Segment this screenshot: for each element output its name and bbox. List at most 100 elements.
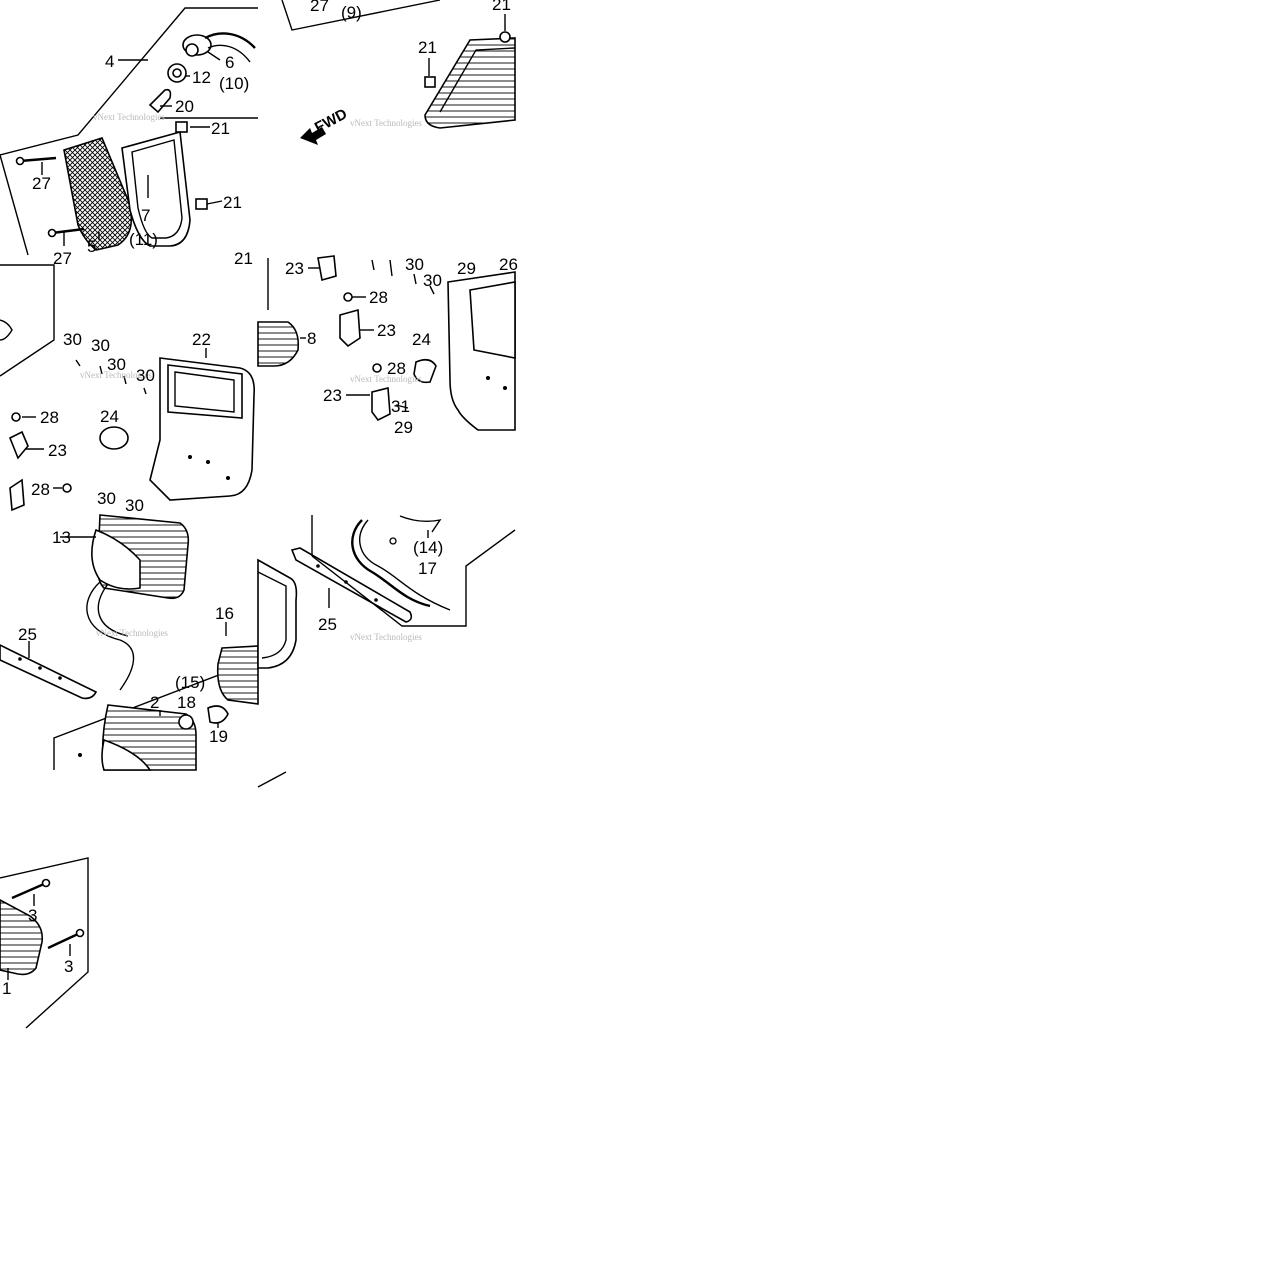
callout-17: 17 (418, 559, 437, 578)
nut-top (499, 31, 511, 43)
callout-7: 7 (141, 206, 150, 225)
callout-22: 22 (192, 330, 211, 349)
watermark: vNext Technologies (93, 112, 165, 122)
callout-30b: 30 (125, 496, 144, 515)
bracket-lower (371, 386, 391, 422)
bulb (148, 88, 172, 114)
screw (15, 156, 57, 166)
callout-28b: 28 (387, 359, 406, 378)
screw-lower (47, 928, 85, 950)
callout-21: 21 (211, 119, 230, 138)
watermark: vNext Technologies (80, 370, 152, 380)
callout-30: 30 (405, 255, 424, 274)
callout-23: 23 (285, 259, 304, 278)
lens-housing (121, 130, 191, 247)
side-marker-lens (424, 37, 516, 129)
callout-2: 2 (150, 693, 159, 712)
callout-29b: 29 (394, 418, 413, 437)
screw (11, 878, 51, 900)
callout-21-lower: 21 (223, 193, 242, 212)
bulb-19 (207, 705, 229, 724)
nut (11, 412, 21, 422)
callout-29: 29 (457, 259, 476, 278)
fwd-arrow: FWD (300, 105, 350, 145)
trim-strip-25 (0, 644, 98, 700)
tile-turn-signal-assembly: vNext Technologies 4 6 12 (10) 20 21 27 … (0, 7, 258, 268)
callout-30: 30 (97, 489, 116, 508)
nut-lower (62, 483, 72, 493)
tile-headlight-case: vNext Technologies 30 30 30 30 22 28 23 … (0, 264, 256, 512)
grommet (413, 358, 437, 384)
bulb-socket (182, 32, 256, 63)
callout-23c: 23 (323, 386, 342, 405)
callout-28b: 28 (31, 480, 50, 499)
tile-wiring-trim: vNext Technologies (14) 17 25 (257, 515, 516, 669)
callout-3: 3 (28, 906, 37, 925)
callout-25: 25 (18, 625, 37, 644)
callout-3b: 3 (64, 957, 73, 976)
turn-signal-lens (63, 137, 133, 251)
tile-tail-light: 3 3 1 (0, 857, 89, 1029)
bracket-lower (9, 478, 25, 512)
callout-30: 30 (63, 330, 82, 349)
grommet (99, 426, 129, 450)
callout-5: 5 (87, 237, 96, 256)
callout-14: (14) (413, 538, 443, 557)
callout-23b: 23 (377, 321, 396, 340)
watermark: vNext Technologies (350, 632, 422, 642)
callout-27-lower: 27 (53, 249, 72, 268)
tail-light-lens (0, 899, 44, 976)
callout-8: 8 (307, 329, 316, 348)
callout-20: 20 (175, 97, 194, 116)
bracket (339, 308, 361, 348)
callout-26: 26 (499, 255, 518, 274)
callout-6: 6 (225, 53, 234, 72)
callout-30d: 30 (136, 366, 155, 385)
callout-11: (11) (129, 230, 158, 249)
callout-24: 24 (412, 330, 431, 349)
headlight-lens-8 (257, 321, 300, 367)
watermark: vNext Technologies (96, 628, 168, 638)
callout-27: 27 (32, 174, 51, 193)
socket-18 (178, 714, 194, 730)
callout-4: 4 (105, 52, 114, 71)
callout-9: (9) (341, 3, 362, 22)
fragment-line (257, 771, 287, 788)
tile-headlight-case-right: vNext Technologies 23 30 30 29 26 28 8 2… (257, 255, 518, 437)
callout-30b: 30 (91, 336, 110, 355)
watermark: vNext Technologies (350, 374, 422, 384)
tile-side-marker: FWD vNext Technologies 27 (9) 21 21 (281, 0, 516, 145)
callout-10: (10) (219, 74, 249, 93)
callout-30b: 30 (423, 271, 442, 290)
callout-15: (15) (175, 673, 205, 692)
callout-23: 23 (48, 441, 67, 460)
nut (343, 292, 353, 302)
callout-30c: 30 (107, 355, 126, 374)
callout-21: 21 (418, 38, 437, 57)
headlight-unit-13 (86, 514, 190, 691)
callout-28: 28 (369, 288, 388, 307)
case-edge (257, 558, 298, 669)
nut (424, 76, 436, 88)
watermark: vNext Technologies (350, 118, 422, 128)
callout-25: 25 (318, 615, 337, 634)
grommet (167, 63, 187, 83)
screw-lower (47, 227, 85, 238)
tile-headlight-units: vNext Technologies 30 30 13 16 25 (15) 2… (0, 489, 259, 771)
headlight-unit-2 (101, 704, 197, 771)
callout-21-top: 21 (492, 0, 511, 14)
bracket-top (317, 255, 337, 282)
callout-19: 19 (209, 727, 228, 746)
nut-lower (195, 198, 208, 210)
nut-lower (372, 363, 382, 373)
headlight-lens-right (216, 645, 259, 705)
nut (175, 121, 188, 133)
callout-28: 28 (40, 408, 59, 427)
headlight-case (149, 357, 256, 501)
callout-13: 13 (52, 528, 71, 547)
callout-27: 27 (310, 0, 329, 15)
callout-21-edge: 21 (234, 249, 253, 268)
trim-strip-25 (290, 547, 413, 623)
callout-16: 16 (215, 604, 234, 623)
